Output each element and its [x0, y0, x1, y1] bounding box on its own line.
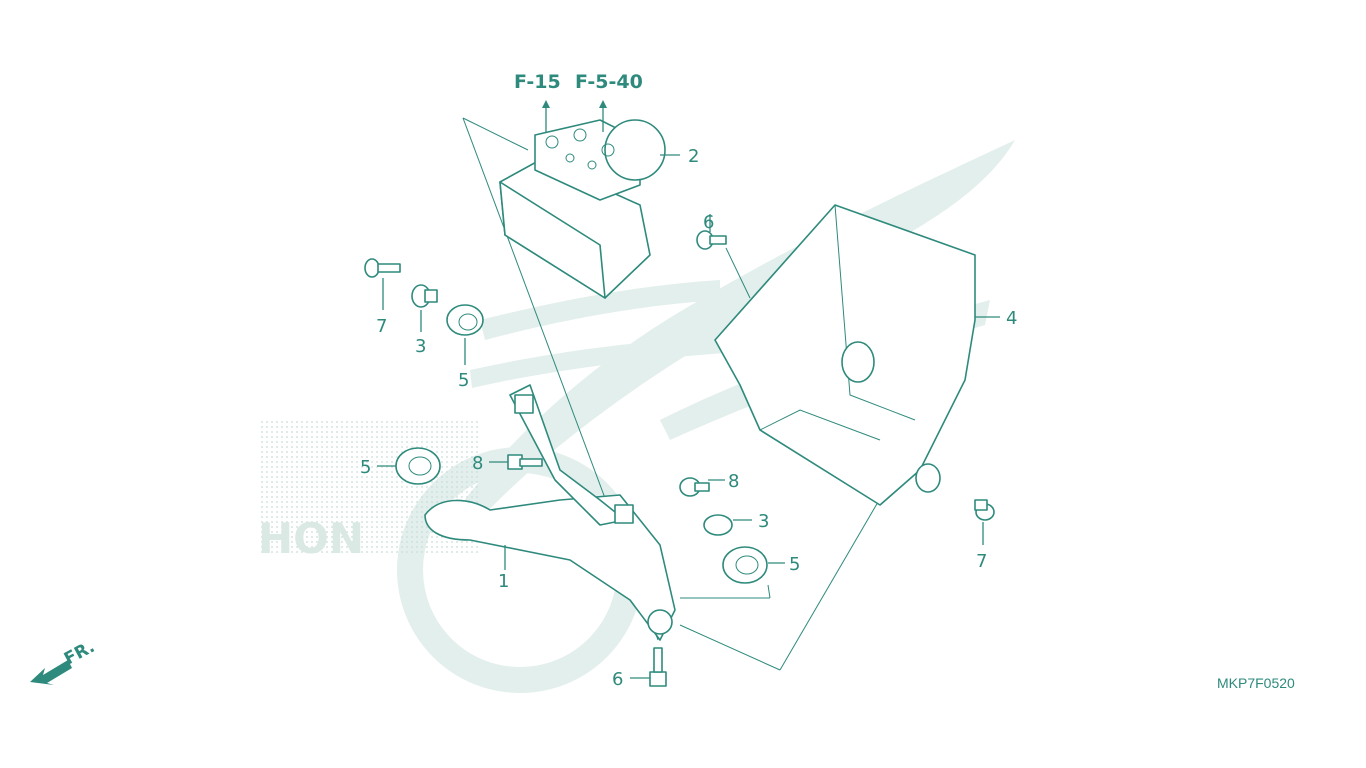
callout-4[interactable]: 4	[1006, 308, 1017, 329]
callout-1[interactable]: 1	[498, 571, 509, 592]
bracket-part	[424, 384, 676, 641]
drawing-code: MKP7F0520	[1217, 675, 1295, 691]
callout-5-lower[interactable]: 5	[789, 554, 800, 575]
reference-f540[interactable]: F-5-40	[575, 71, 643, 93]
callout-6-lower[interactable]: 7	[976, 551, 987, 572]
callout-8-upper[interactable]: 8	[472, 453, 483, 474]
abs-cover-part	[714, 204, 1000, 506]
front-direction-arrow: FR.	[30, 637, 98, 685]
hardware-parts	[364, 214, 995, 687]
callout-7-lower[interactable]: 8	[728, 471, 739, 492]
svg-text:HON: HON	[258, 514, 364, 563]
callout-5-upper[interactable]: 5	[458, 370, 469, 391]
reference-f15[interactable]: F-15	[514, 71, 561, 93]
assembly-outline	[462, 117, 529, 151]
callout-3-upper[interactable]: 3	[415, 336, 426, 357]
callout-8-lower[interactable]: 6	[612, 669, 623, 690]
callout-6-upper[interactable]: 6	[703, 212, 714, 233]
abs-modulator-part	[499, 119, 680, 299]
callout-3-lower[interactable]: 3	[758, 511, 769, 532]
callout-2[interactable]: 2	[688, 146, 699, 167]
callout-5-mid[interactable]: 5	[360, 457, 371, 478]
callout-7-upper[interactable]: 7	[376, 316, 387, 337]
reference-arrows	[542, 100, 607, 132]
